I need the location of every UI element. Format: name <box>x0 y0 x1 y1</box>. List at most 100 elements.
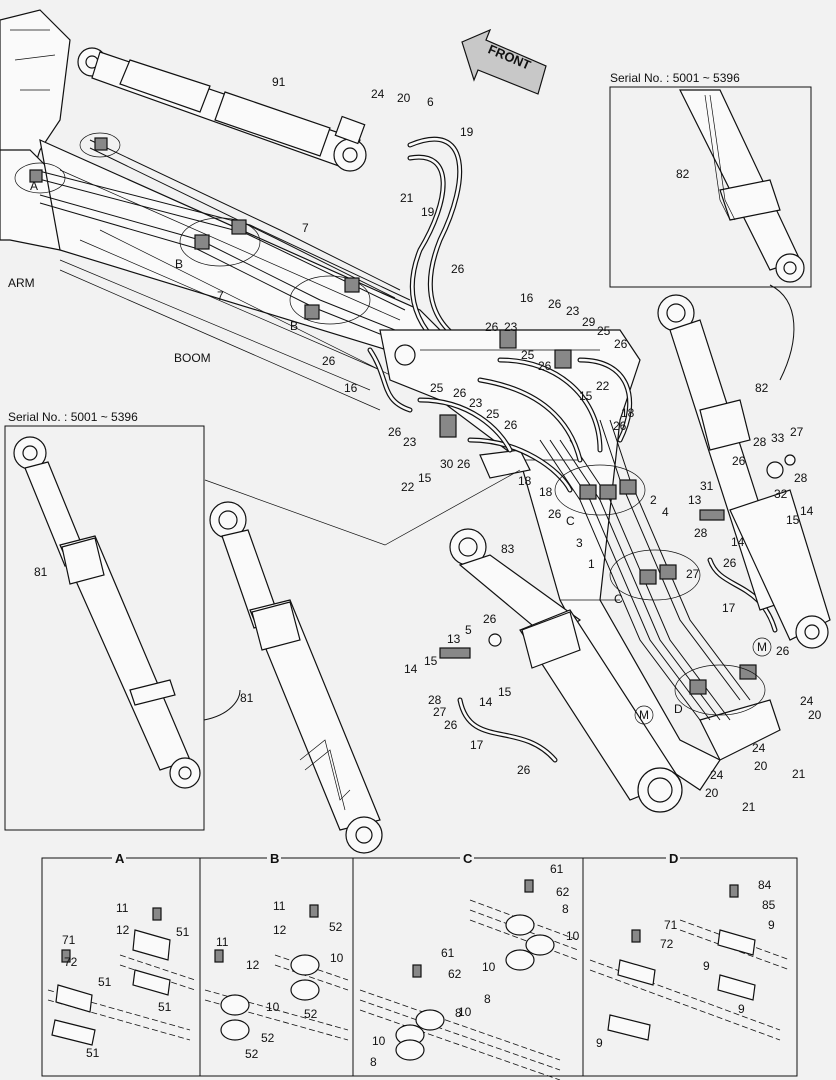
callout-31: 31 <box>700 479 714 493</box>
callout-14: 14 <box>800 504 814 518</box>
callout-20: 20 <box>397 91 411 105</box>
callout-28: 28 <box>794 471 808 485</box>
callout-14: 14 <box>731 535 745 549</box>
callout-25: 25 <box>486 407 500 421</box>
callout-13: 13 <box>688 493 702 507</box>
detail-c-callout-61: 61 <box>441 946 455 960</box>
callout-13: 13 <box>447 632 461 646</box>
detail-b-callout-52: 52 <box>329 920 343 934</box>
detail-b-title: B <box>270 851 279 866</box>
callout-18: 18 <box>518 474 532 488</box>
callout-5: 5 <box>465 623 472 637</box>
detail-b-callout-11: 11 <box>273 899 286 913</box>
callout-15: 15 <box>786 513 800 527</box>
callout-26: 26 <box>388 425 402 439</box>
detail-d-callout-71: 71 <box>664 918 678 932</box>
callout-7: 7 <box>217 289 224 303</box>
callout-17: 17 <box>722 601 736 615</box>
callout-26: 26 <box>453 386 467 400</box>
callout-26: 26 <box>322 354 336 368</box>
callout-26: 26 <box>457 457 471 471</box>
callout-82: 82 <box>755 381 769 395</box>
callout-14: 14 <box>479 695 493 709</box>
callout-26: 26 <box>483 612 497 626</box>
boom-structure <box>379 329 781 791</box>
hoses-18 <box>367 347 633 493</box>
detail-a-callout-11: 11 <box>116 901 129 915</box>
detail-a-callout-51: 51 <box>86 1046 100 1060</box>
front-arrow: FRONT <box>461 28 547 95</box>
detail-a-callout-12: 12 <box>116 923 130 937</box>
label-m2: M <box>757 640 767 654</box>
label-boom: BOOM <box>174 351 211 365</box>
detail-d-callout-9: 9 <box>703 959 710 973</box>
detail-c-callout-8: 8 <box>455 1006 462 1020</box>
callout-26: 26 <box>614 337 628 351</box>
detail-b-callout-10: 10 <box>330 951 344 965</box>
detail-b-callout-11: 11 <box>216 935 229 949</box>
callout-27: 27 <box>686 567 700 581</box>
callout-26: 26 <box>517 763 531 777</box>
detail-c-callout-8: 8 <box>370 1055 377 1069</box>
arm-cylinder <box>77 47 367 172</box>
callout-29: 29 <box>582 315 596 329</box>
callout-23: 23 <box>504 320 518 334</box>
callout-26: 26 <box>485 320 499 334</box>
callout-32: 32 <box>774 487 788 501</box>
detail-d-callout-72: 72 <box>660 937 674 951</box>
callout-20: 20 <box>808 708 822 722</box>
callout-26: 26 <box>732 454 746 468</box>
callout-15: 15 <box>424 654 438 668</box>
callout-27: 27 <box>790 425 804 439</box>
callout-7: 7 <box>302 221 309 235</box>
callout-26: 26 <box>444 718 458 732</box>
callout-26: 26 <box>504 418 518 432</box>
callout-83: 83 <box>501 542 515 556</box>
detail-c-callout-10: 10 <box>458 1005 472 1019</box>
callout-3: 3 <box>576 536 583 550</box>
label-c1: C <box>566 514 575 528</box>
label-arm: ARM <box>8 276 35 290</box>
callout-2: 2 <box>650 493 657 507</box>
callout-21: 21 <box>792 767 806 781</box>
callout-15: 15 <box>418 471 432 485</box>
callout-22: 22 <box>401 480 415 494</box>
callout-24: 24 <box>800 694 814 708</box>
callout-24: 24 <box>710 768 724 782</box>
callout-23: 23 <box>403 435 417 449</box>
detail-c-callout-8: 8 <box>484 992 491 1006</box>
inset-left-serial: Serial No. : 5001 ~ 5396 <box>8 410 138 424</box>
inset-left: Serial No. : 5001 ~ 5396 <box>4 410 241 831</box>
detail-b-callout-52: 52 <box>245 1047 259 1061</box>
callout-26: 26 <box>451 262 465 276</box>
callout-26: 26 <box>538 359 552 373</box>
detail-b-callout-52: 52 <box>304 1007 318 1021</box>
detail-c-callout-61: 61 <box>550 862 564 876</box>
callout-19: 19 <box>460 125 474 139</box>
callout-21: 21 <box>742 800 756 814</box>
callout-81: 81 <box>240 691 254 705</box>
detail-b-callout-52: 52 <box>261 1031 275 1045</box>
fittings <box>439 329 796 695</box>
label-d: D <box>674 702 683 716</box>
callout-33: 33 <box>771 431 785 445</box>
callout-1: 1 <box>588 557 595 571</box>
callout-24: 24 <box>371 87 385 101</box>
detail-d-callout-9: 9 <box>738 1002 745 1016</box>
detail-d-callout-9: 9 <box>596 1036 603 1050</box>
callout-20: 20 <box>705 786 719 800</box>
callout-6: 6 <box>427 95 434 109</box>
callout-15: 15 <box>579 389 593 403</box>
detail-d-callout-84: 84 <box>758 878 772 892</box>
callout-28: 28 <box>753 435 767 449</box>
callout-23: 23 <box>566 304 580 318</box>
callout-26: 26 <box>613 419 627 433</box>
detail-c-callout-10: 10 <box>566 929 580 943</box>
detail-a-callout-72: 72 <box>64 955 78 969</box>
callout-91: 91 <box>272 75 286 89</box>
label-b1: B <box>175 257 183 271</box>
detail-c-callout-10: 10 <box>372 1034 386 1048</box>
callout-25: 25 <box>597 324 611 338</box>
detail-d-title: D <box>669 851 678 866</box>
detail-b-callout-12: 12 <box>246 958 260 972</box>
